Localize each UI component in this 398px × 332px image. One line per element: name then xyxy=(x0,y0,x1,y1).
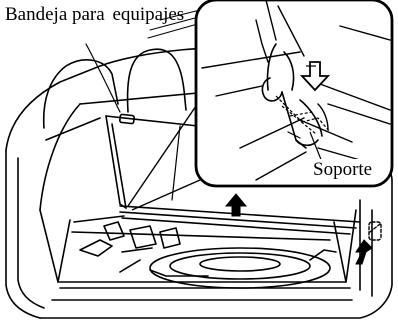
support-label: Soporte xyxy=(311,159,375,181)
callout-connector xyxy=(127,105,197,207)
up-arrow-side xyxy=(355,239,373,265)
luggage-tray-label-line2: equipajes xyxy=(112,4,185,25)
detail-callout xyxy=(194,0,394,188)
support-leader-line xyxy=(309,131,323,163)
tray-leader-line xyxy=(85,43,121,113)
rear-seat xyxy=(42,48,187,141)
up-arrow-main xyxy=(224,193,248,217)
cargo-opening xyxy=(39,89,357,283)
luggage-tray-label: Bandeja para equipajes xyxy=(5,3,184,25)
down-arrow-icon xyxy=(299,61,331,92)
luggage-tray-label-line1: Bandeja para xyxy=(5,4,108,25)
luggage-tray xyxy=(105,113,201,209)
floor-compartment xyxy=(71,215,337,289)
side-hook-dashed xyxy=(368,221,382,241)
